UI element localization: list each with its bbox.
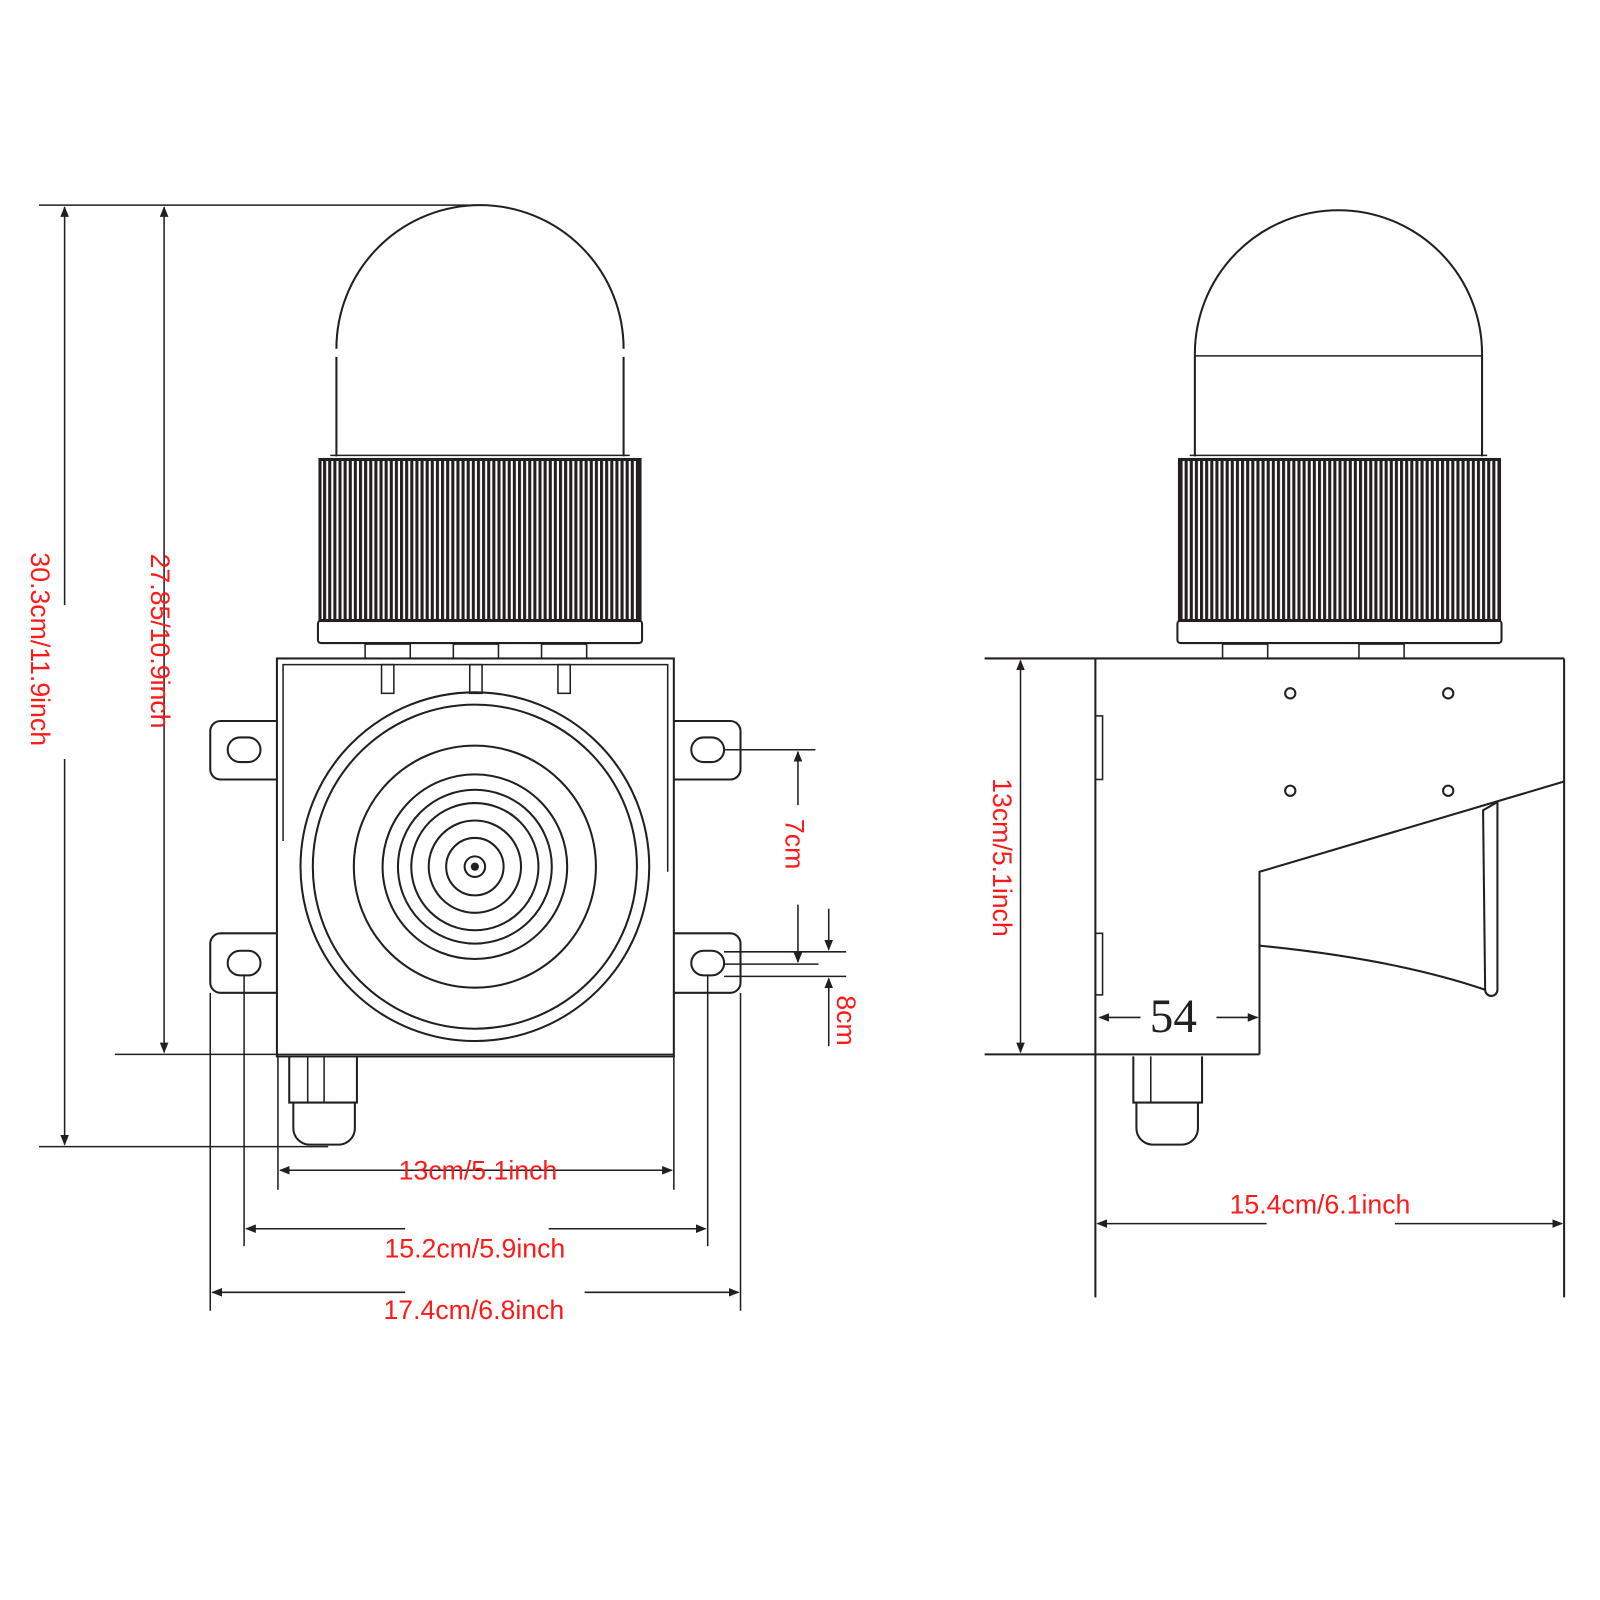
horn xyxy=(1258,780,1565,1055)
side-box-height-label: 13cm/5.1inch xyxy=(987,778,1017,937)
horn-offset-label: 54 xyxy=(1150,991,1197,1043)
hole-vertical-spacing-label: 7cm xyxy=(780,819,810,869)
total-height-label: 30.3cm/11.9inch xyxy=(25,552,55,746)
siren-box xyxy=(209,657,742,1058)
mount-hole-spacing-label: 15.2cm/5.9inch xyxy=(384,1233,565,1263)
beacon-dome-side xyxy=(1189,209,1488,457)
beacon-dome xyxy=(330,204,630,457)
front-dimension-lines xyxy=(38,204,847,1311)
speaker-rings xyxy=(299,691,651,1043)
ribbed-cap-side xyxy=(1176,457,1503,660)
front-view: 30.3cm/11.9inch 27.85/10.9inch 13cm/5.1i… xyxy=(25,204,861,1325)
hole-offset-label: 8cm xyxy=(831,995,861,1045)
body-height-label: 27.85/10.9inch xyxy=(145,554,175,729)
siren-box-side xyxy=(984,657,1566,1298)
overall-depth-label: 15.4cm/6.1inch xyxy=(1230,1189,1411,1219)
box-width-label: 13cm/5.1inch xyxy=(399,1155,558,1185)
cable-gland-side xyxy=(1132,1056,1204,1146)
overall-width-label: 17.4cm/6.8inch xyxy=(383,1295,564,1325)
side-view: 13cm/5.1inch 54 15.4cm/6.1inch xyxy=(984,209,1566,1298)
side-dimension-lines xyxy=(1016,659,1564,1228)
cable-gland xyxy=(288,1056,358,1146)
